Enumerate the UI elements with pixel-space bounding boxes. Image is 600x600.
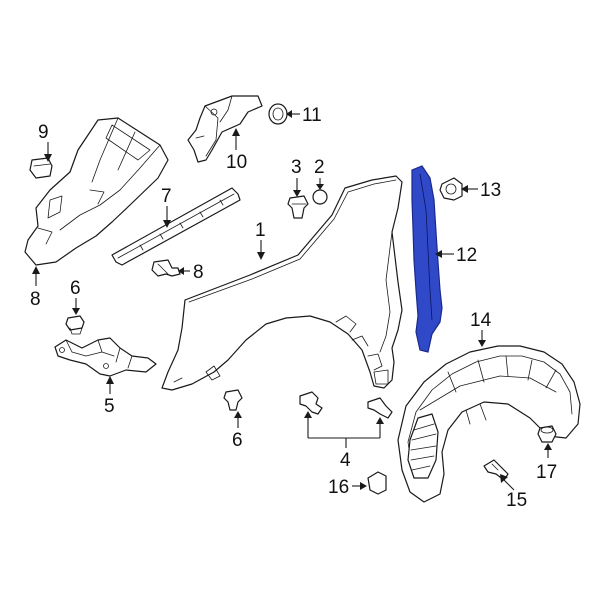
part-18-nut[interactable] bbox=[537, 425, 557, 443]
leader-lines bbox=[32, 110, 552, 491]
callout-5: 5 bbox=[104, 396, 115, 417]
callout-11: 10 bbox=[226, 152, 247, 173]
part-17-push-pin[interactable] bbox=[367, 471, 387, 495]
callout-8: 8 bbox=[193, 262, 204, 283]
callout-15: 14 bbox=[470, 310, 492, 331]
part-9-inner-brace[interactable] bbox=[24, 117, 169, 266]
part-14-clip[interactable] bbox=[439, 177, 463, 201]
part-12-grommet[interactable] bbox=[268, 103, 288, 125]
callout-9: 8 bbox=[30, 289, 41, 310]
callout-18: 17 bbox=[536, 462, 557, 483]
callout-3: 3 bbox=[291, 157, 302, 178]
part-4-bolt-left[interactable] bbox=[299, 391, 323, 415]
callout-1: 1 bbox=[255, 220, 266, 241]
part-11-bracket[interactable] bbox=[187, 95, 263, 163]
part-6-bolt-lower[interactable] bbox=[223, 389, 243, 411]
callout-12: 11 bbox=[302, 105, 322, 126]
callout-2: 2 bbox=[314, 157, 325, 178]
callout-6-top: 6 bbox=[70, 278, 81, 299]
part-5-lower-bracket[interactable] bbox=[54, 337, 157, 377]
callout-7: 7 bbox=[161, 186, 172, 207]
callout-labels: 9 8 10 11 3 2 7 8 1 6 5 6 4 12 13 14 15 … bbox=[30, 105, 557, 511]
part-7-seal-strip[interactable] bbox=[111, 187, 241, 266]
callout-14: 13 bbox=[480, 180, 501, 201]
callout-17: 16 bbox=[328, 477, 349, 498]
part-15-wheelhouse-liner[interactable] bbox=[397, 345, 581, 503]
part-3-bolt[interactable] bbox=[287, 195, 309, 219]
callout-10: 9 bbox=[38, 122, 49, 143]
part-1-fender[interactable] bbox=[161, 175, 403, 391]
callout-16: 15 bbox=[506, 490, 527, 511]
part-6-bolt-top[interactable] bbox=[65, 315, 85, 335]
part-8-bolt[interactable] bbox=[151, 259, 181, 277]
part-2-plug[interactable] bbox=[312, 189, 328, 205]
part-13-highlighted-seal[interactable] bbox=[411, 165, 443, 353]
part-10-clip[interactable] bbox=[29, 157, 53, 179]
callout-4: 4 bbox=[340, 450, 351, 471]
part-4-bolt-right[interactable] bbox=[367, 397, 393, 419]
callout-6-lower: 6 bbox=[232, 430, 243, 451]
callout-13: 12 bbox=[456, 245, 477, 266]
